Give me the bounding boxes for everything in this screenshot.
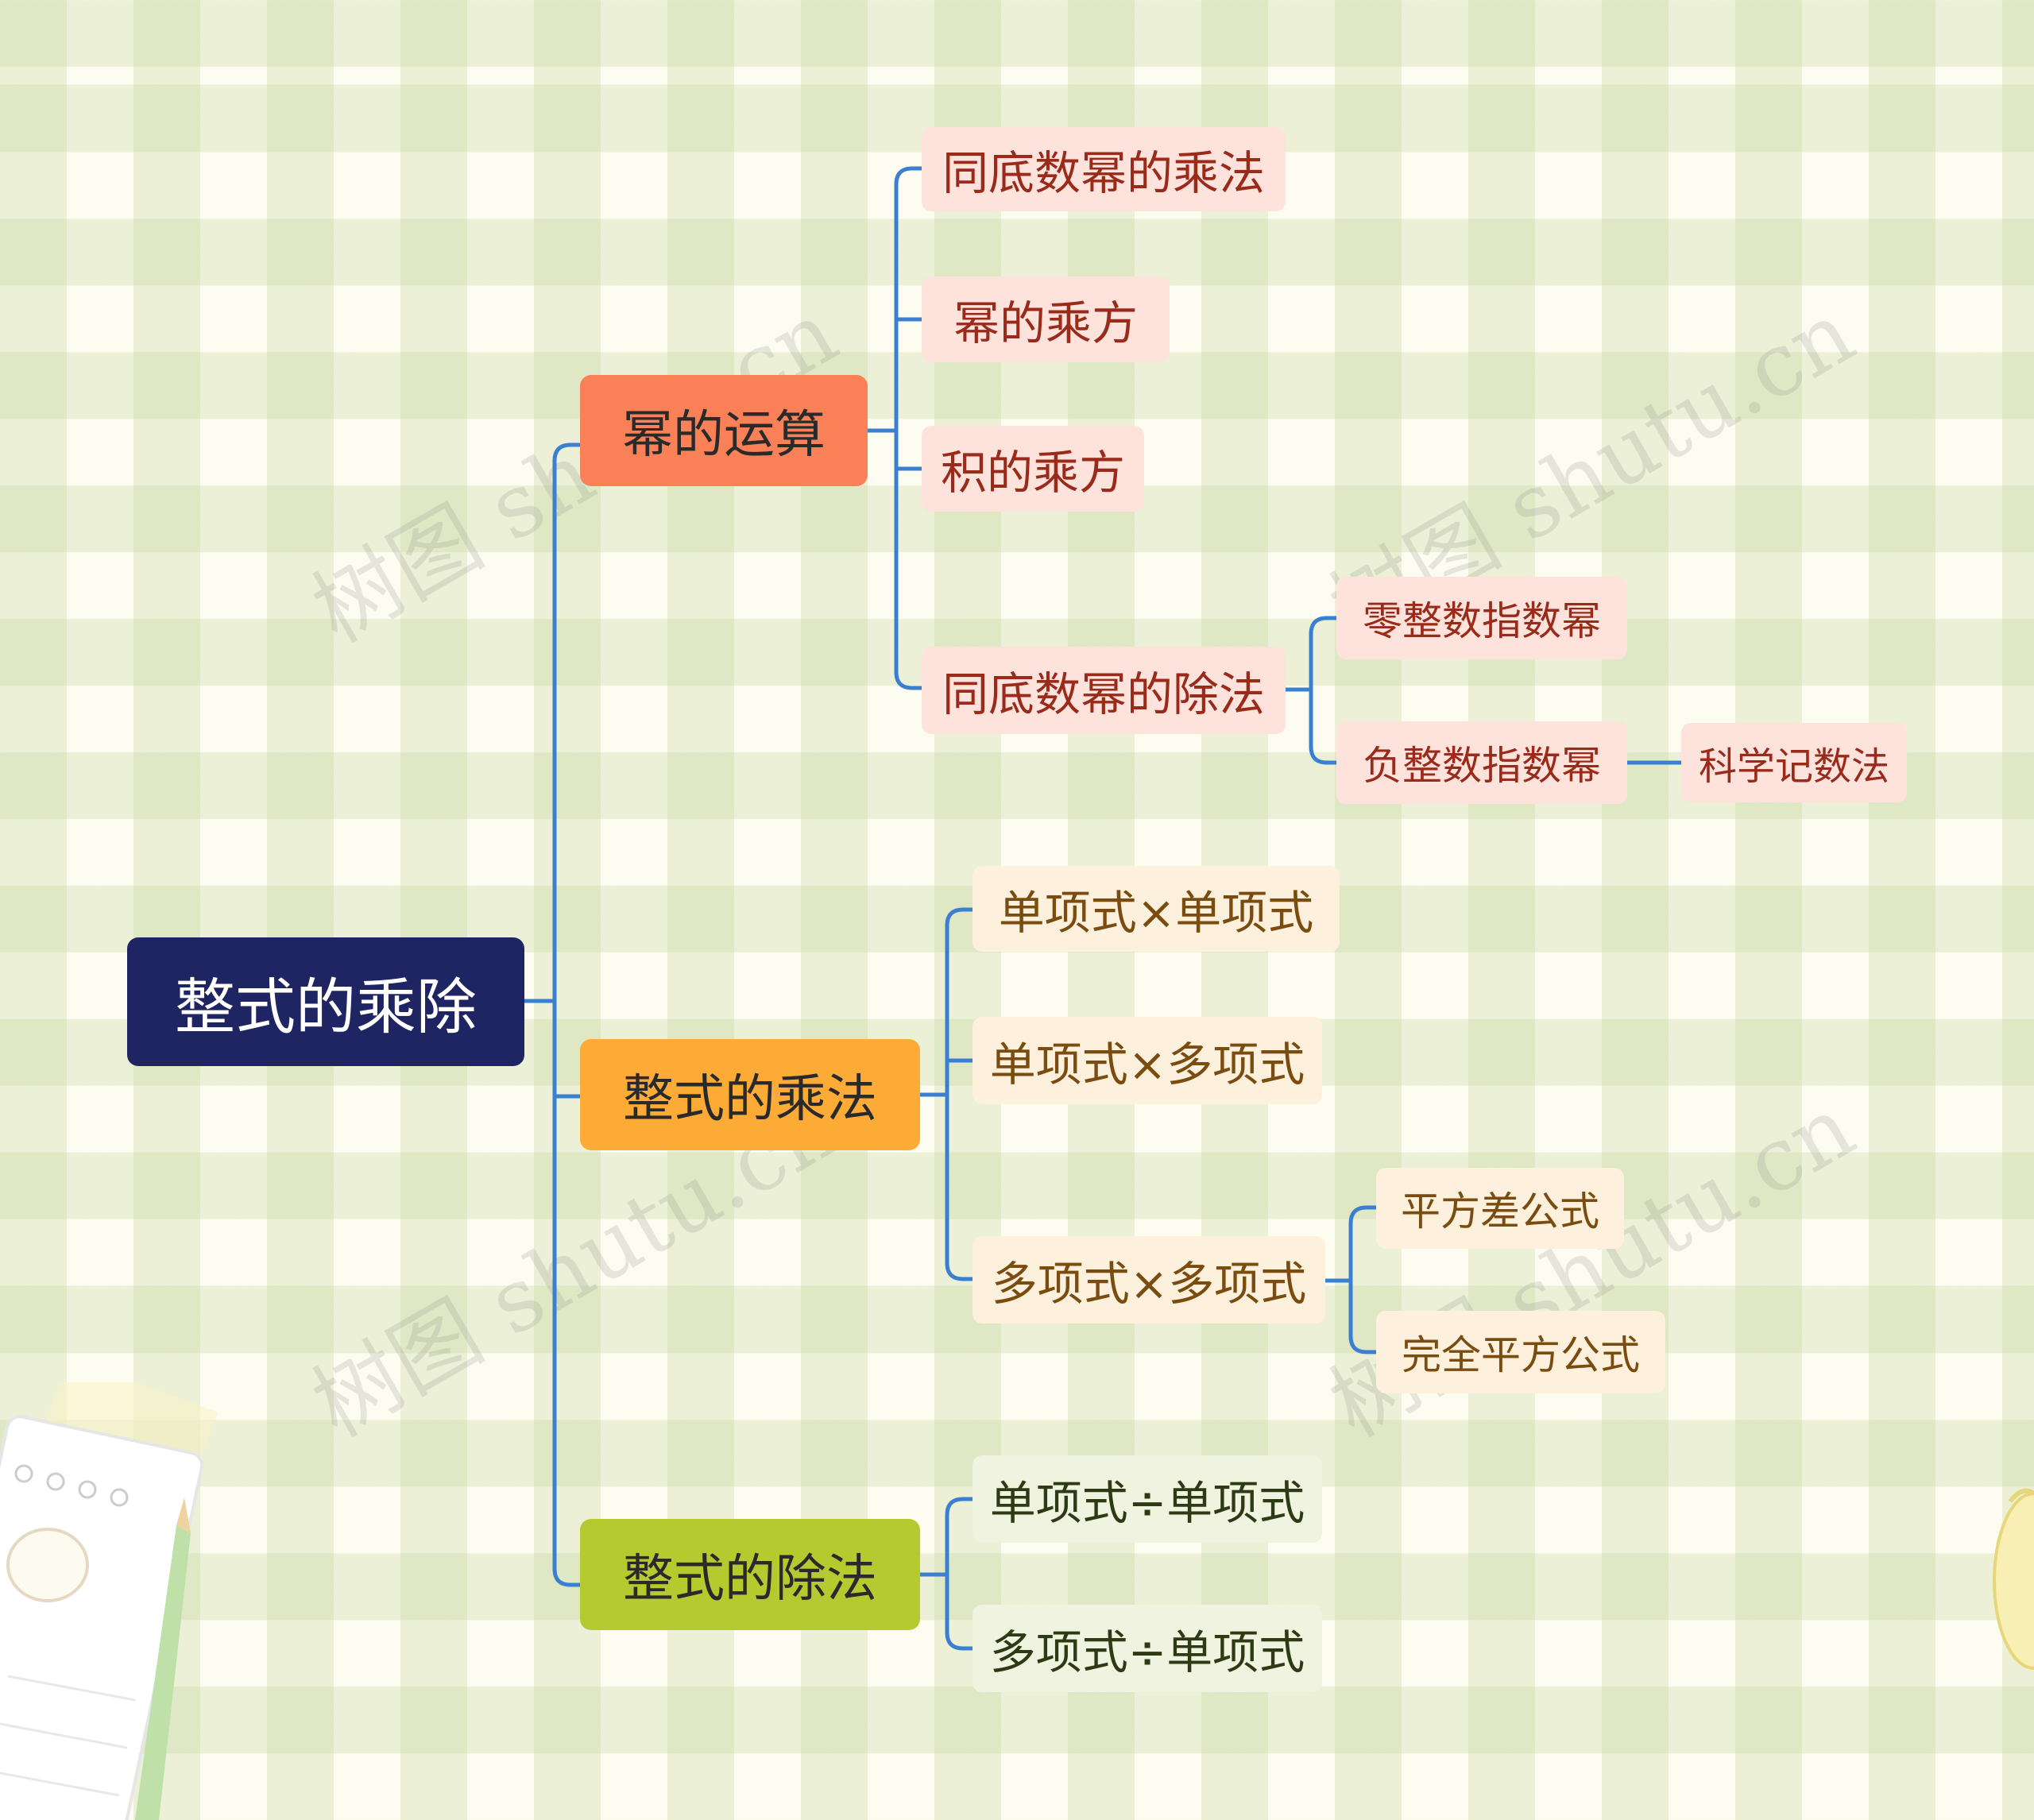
branch-polynomial-division[interactable]: 整式的除法 <box>580 1519 920 1630</box>
topic-same-base-multiplication[interactable]: 同底数幂的乘法 <box>922 127 1286 211</box>
topic-polynomial-times-polynomial[interactable]: 多项式×多项式 <box>973 1236 1325 1323</box>
topic-monomial-div-monomial[interactable]: 单项式÷单项式 <box>973 1455 1322 1543</box>
topic-difference-of-squares[interactable]: 平方差公式 <box>1376 1168 1624 1249</box>
lemon-illustration <box>1993 1488 2034 1670</box>
topic-negative-exponent[interactable]: 负整数指数幂 <box>1336 721 1627 804</box>
topic-monomial-times-monomial[interactable]: 单项式×单项式 <box>973 866 1340 952</box>
topic-power-of-power[interactable]: 幂的乘方 <box>922 276 1170 362</box>
branch-power-operations[interactable]: 幂的运算 <box>580 375 868 486</box>
topic-same-base-division[interactable]: 同底数幂的除法 <box>922 647 1286 734</box>
root-topic[interactable]: 整式的乘除 <box>127 937 524 1066</box>
connector-root-branches <box>552 442 573 1587</box>
topic-perfect-square[interactable]: 完全平方公式 <box>1376 1311 1665 1393</box>
topic-scientific-notation[interactable]: 科学记数法 <box>1681 723 1907 802</box>
topic-power-of-product[interactable]: 积的乘方 <box>922 426 1144 512</box>
notebook-illustration <box>0 1382 218 1820</box>
topic-polynomial-div-monomial[interactable]: 多项式÷单项式 <box>973 1605 1322 1692</box>
branch-polynomial-multiplication[interactable]: 整式的乘法 <box>580 1039 920 1150</box>
topic-monomial-times-polynomial[interactable]: 单项式×多项式 <box>973 1017 1322 1104</box>
topic-zero-exponent[interactable]: 零整数指数幂 <box>1336 577 1627 659</box>
